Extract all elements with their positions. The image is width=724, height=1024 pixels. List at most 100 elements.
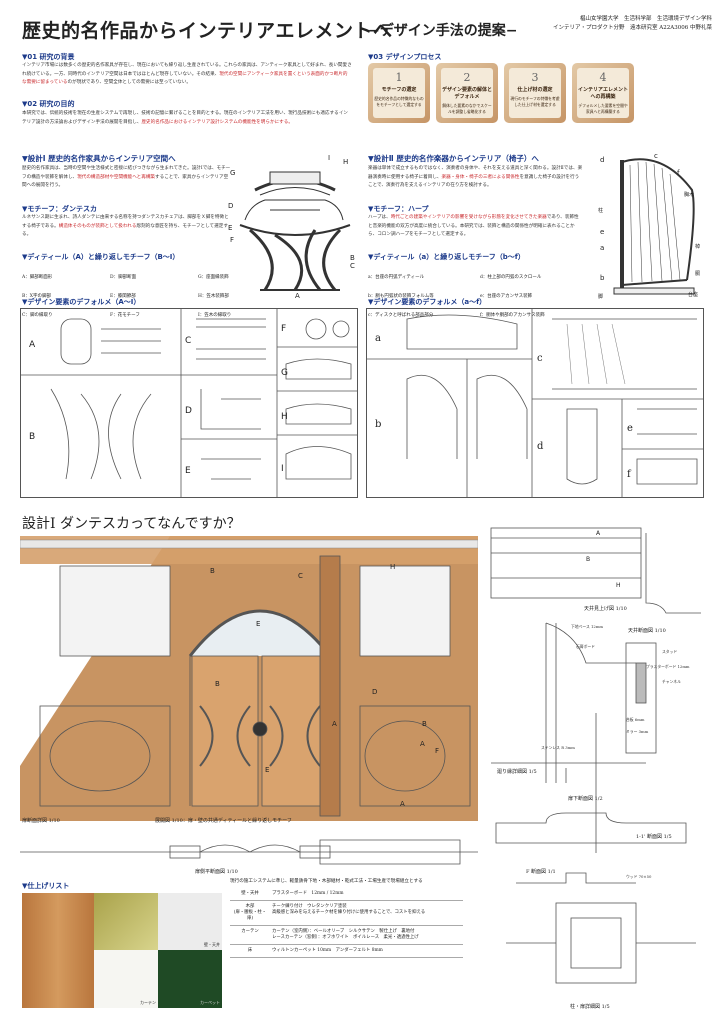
design2-heading: ▼設計Ⅱ 歴史的名作楽器からインテリア（椅子）へ	[368, 154, 539, 163]
motif1-text: ルネサンス期に生まれ、詩人ダンテに由来する名称を持つダンテスカチェアは、脚部をＸ…	[22, 215, 229, 237]
grid1-label: A	[29, 340, 36, 350]
motif-item: G：座面縁装飾	[198, 275, 229, 280]
harp-drawing: d c f 胸木 柱 棹 a 胴 台座 脚 b e	[598, 152, 700, 300]
caption-door-bottom: 扉下断面図 1/2	[568, 796, 603, 802]
detail-drawings: ABH 下地ベース 12mm 石膏ボード スタッド プラスターボード 12mm …	[490, 527, 701, 984]
design1-big-title: 設計Ⅰ ダンテスカってなんですか？	[22, 516, 241, 532]
chair-label: B	[350, 254, 355, 262]
design1-text: 歴史的名作家具は、当時の空間や生活様式と密接に結びつきながら生まれてきた。設計Ⅰ…	[22, 166, 231, 188]
detail-note: ミラー 3mm	[626, 729, 649, 734]
motif-item: I：笠木の縁取り	[198, 313, 232, 318]
harp-label: 胸木	[684, 191, 694, 198]
detail-note: スタッド	[662, 649, 677, 654]
harp-label: d	[600, 156, 604, 164]
grid1-label: H	[281, 412, 288, 422]
elev-label: E	[265, 766, 269, 774]
motif-item: C：脚の縁取り	[22, 313, 53, 318]
harp-label: 柱	[598, 207, 603, 214]
wood-swatch	[22, 893, 94, 1008]
caption-sec-1: 1-1' 断面図 1/5	[636, 834, 672, 840]
elev-label: D	[372, 688, 377, 696]
chair-drawing: I H G F E D C B A	[228, 154, 355, 300]
motif2-heading: ▼モチーフ：ハープ	[368, 205, 429, 213]
deform-grid-1: A B C D E F G H I	[20, 308, 358, 498]
caption-elevation: 展開図 1/10：扉・壁の共通ディティールと繰り返しモチーフ	[155, 818, 292, 824]
elev-label: A	[332, 720, 337, 728]
grid1-label: D	[185, 406, 192, 416]
detail-note: ウッド 70×50	[626, 874, 652, 879]
finish-row: 床ウィルトンカーペット 10mm アンダーフェルト 8mm	[230, 944, 463, 958]
motif2-text: ハープは、時代ごとの建築やインテリアの影響を受けながら形態を変化させてきた楽器で…	[368, 215, 579, 237]
motif1-heading: ▼モチーフ：ダンテスカ	[22, 205, 97, 213]
motif-item: H：笠木装飾部	[198, 294, 229, 299]
motif-item: E：膝関節部	[110, 294, 136, 299]
grid1-label: C	[185, 336, 191, 346]
page-subtitle: −デザイン手法の提案−	[368, 23, 518, 39]
grid2-label: b	[375, 419, 381, 430]
deform1-heading: ▼デザイン要素のデフォルメ（A〜I）	[22, 298, 141, 306]
caption-frame: 廻り縁詳細図 1/5	[497, 769, 537, 775]
grid2-label: a	[375, 333, 381, 344]
section-02-text: 本研究では、伝統的技術を現在の生産システムで再現し、技術の記憶に繋げることを目的…	[22, 111, 348, 125]
harp-label: f	[677, 169, 680, 177]
elev-label: H	[390, 563, 395, 571]
chair-label: A	[295, 292, 300, 300]
svg-text:H: H	[616, 582, 621, 589]
page-title: 歴史的名作品からインテリアエレメントへ	[22, 20, 393, 42]
harp-label: 脚	[598, 293, 603, 300]
chair-label: I	[328, 154, 330, 162]
harp-label: b	[600, 274, 605, 282]
elev-label: A	[400, 800, 405, 808]
elev-label: B	[215, 680, 220, 688]
harp-label: c	[654, 152, 658, 160]
detail2-heading: ▼ディティール（a）と繰り返しモチーフ（b〜f）	[368, 253, 525, 261]
finish-intro: 現行の施工システムに準じ、軽量鉄骨下地・木部継材・乾式工法・工場生産で現場組立と…	[230, 879, 423, 884]
detail-note: 下地ベース 12mm	[571, 624, 603, 629]
motif-item: f：胴体や胴部のアカンサス装飾	[480, 313, 545, 318]
grid2-label: d	[537, 441, 544, 452]
motif-item: e：台座のアカンサス装飾	[480, 294, 533, 299]
motif-item: a：台座の円弧ディティール	[368, 275, 425, 280]
grid1-label: B	[29, 432, 35, 442]
grid1-label: E	[185, 466, 191, 476]
chair-label: H	[343, 158, 348, 166]
chair-label: E	[228, 224, 232, 232]
finish-row: 壁・天井プラスターボード 12mm / 12mm	[230, 888, 463, 901]
chair-label: F	[230, 236, 234, 244]
chair-label: C	[350, 262, 355, 270]
elev-label: B	[210, 567, 215, 575]
detail-note: プラスターボード 12mm	[646, 664, 690, 669]
elev-label: C	[298, 572, 303, 580]
detail-note: ステンレス R 3mm	[541, 745, 575, 750]
design2-text: 楽器は単体で成立するものではなく、演奏者の身体や、それを支える道具と深く関わる。…	[368, 166, 583, 188]
motif-item: c：ディスクと呼ばれる部品部分	[368, 313, 434, 318]
section-03-heading: ▼03 デザインプロセス	[368, 53, 442, 61]
grid1-label: G	[281, 368, 288, 378]
carpet-swatch: カーペット	[158, 950, 222, 1008]
section-02-heading: ▼02 研究の目的	[22, 100, 75, 108]
section-01-text: インテリア市場には数多くの歴史的名作家具が存在し、現在においても繰り返し生産され…	[22, 63, 352, 85]
motif-item: A：脚部断面形	[22, 275, 53, 280]
finish-row: 木部 (扉・腰板・柱・扉)チーク練り付け ウレタンクリア塗装 高級感と深みを与え…	[230, 900, 463, 926]
finish-row: カーテンカーテン（室内側）：ベールオリーブ シルクサテン 製仕上げ 裏地付 レー…	[230, 925, 463, 945]
deform2-heading: ▼デザイン要素のデフォルメ（a〜f）	[368, 298, 487, 306]
elevation-drawing: B C H E B D A B F E A A	[20, 536, 478, 821]
elev-label: B	[422, 720, 427, 728]
harp-label: a	[600, 244, 604, 252]
caption-plan: 扉側平断面図 1/10	[195, 869, 238, 875]
design1-heading: ▼設計Ⅰ 歴史的名作家具からインテリア空間へ	[22, 154, 176, 163]
deform-grid-2: a b c d e f	[366, 308, 704, 498]
caption-ceiling-sec: 天井断面図 1/10	[628, 628, 666, 634]
detail-note: チャンネル	[662, 679, 681, 684]
detail-note: 合板 6mm	[626, 717, 645, 722]
harp-label: 棹	[695, 243, 700, 250]
chair-label: G	[230, 169, 235, 177]
svg-text:B: B	[586, 556, 590, 563]
